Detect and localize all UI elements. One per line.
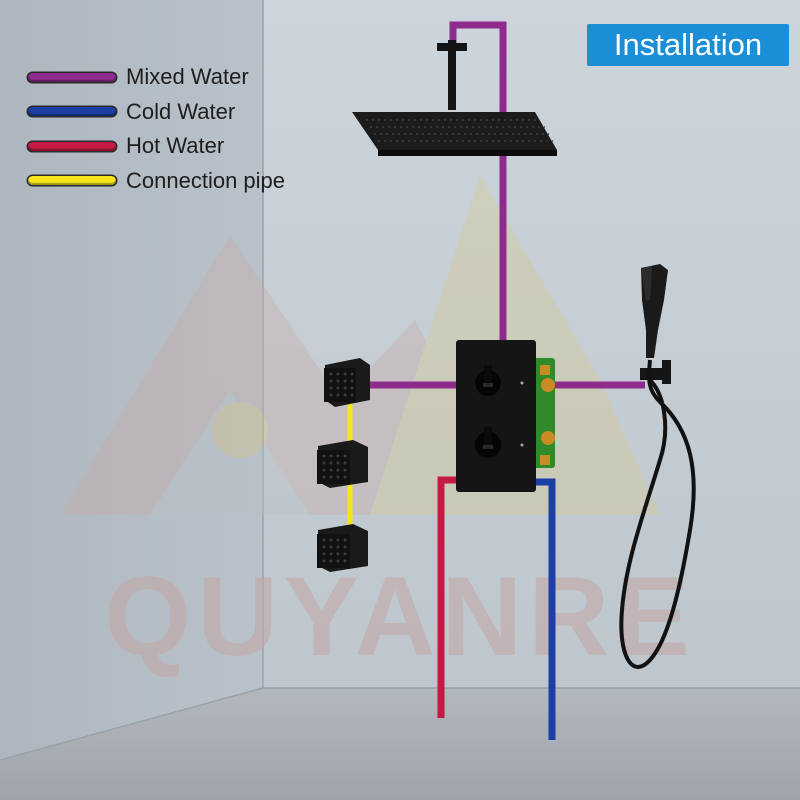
legend-label: Connection pipe bbox=[126, 167, 286, 193]
legend-item-mixed-water: Mixed Water bbox=[28, 60, 285, 95]
valve-outlet-top bbox=[541, 378, 555, 392]
legend-item-connection-pipe: Connection pipe bbox=[28, 164, 285, 199]
shower-nozzles bbox=[366, 119, 553, 142]
legend: Mixed Water Cold Water Hot Water Connect… bbox=[28, 60, 285, 198]
installation-badge: Installation bbox=[587, 24, 789, 66]
valve-outlet-bottom bbox=[541, 431, 555, 445]
valve-faceplate bbox=[456, 340, 536, 492]
hose-outlet-elbow bbox=[640, 368, 668, 380]
legend-item-hot-water: Hot Water bbox=[28, 129, 285, 164]
left-wall bbox=[0, 0, 263, 760]
legend-item-cold-water: Cold Water bbox=[28, 95, 285, 130]
temperature-knob bbox=[475, 365, 501, 396]
legend-swatch-mixed-water bbox=[28, 72, 116, 82]
thermostatic-valve bbox=[456, 340, 555, 492]
legend-swatch-hot-water bbox=[28, 141, 116, 151]
body-jet-1 bbox=[324, 358, 370, 407]
legend-label: Hot Water bbox=[126, 133, 225, 159]
legend-label: Mixed Water bbox=[126, 64, 249, 90]
shower-plate bbox=[352, 112, 557, 150]
watermark-text: QUYANRE bbox=[104, 554, 696, 679]
body-jet-2 bbox=[317, 440, 368, 488]
wall-bracket bbox=[662, 360, 671, 384]
handheld-shower bbox=[619, 264, 696, 669]
mixed-water-pipe-top bbox=[449, 21, 507, 380]
rain-shower-head bbox=[352, 40, 557, 156]
floor-left-line bbox=[0, 687, 264, 761]
body-jets bbox=[317, 358, 370, 572]
legend-swatch-cold-water bbox=[28, 107, 116, 117]
cold-water-pipe bbox=[530, 478, 556, 740]
legend-swatch-connection-pipe bbox=[28, 176, 116, 186]
shower-arm bbox=[448, 40, 456, 110]
flow-knob bbox=[475, 427, 501, 458]
shower-hose bbox=[619, 359, 696, 669]
ceiling-flange bbox=[437, 43, 467, 51]
body-jet-3 bbox=[317, 524, 368, 572]
floor bbox=[0, 688, 800, 800]
legend-label: Cold Water bbox=[126, 98, 236, 124]
